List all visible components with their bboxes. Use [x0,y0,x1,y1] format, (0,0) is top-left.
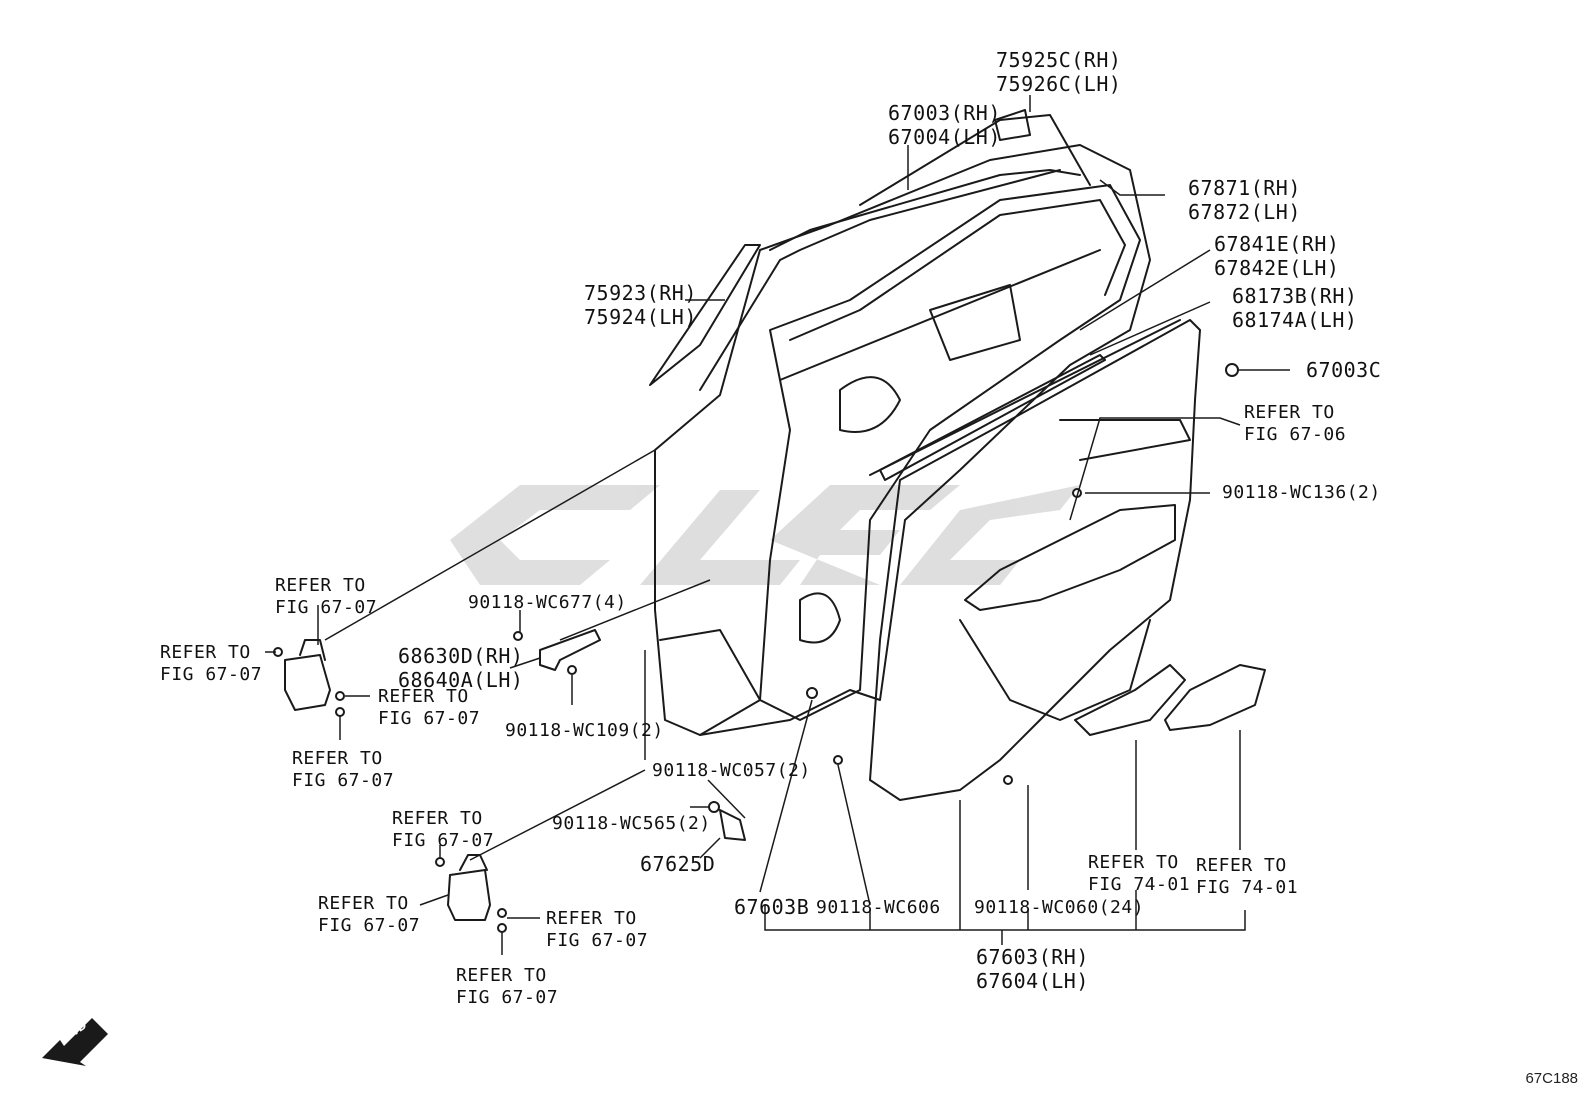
weatherstrip-inner [789,199,1126,341]
callout-67625d: 67625D [640,852,716,876]
leader-lines [265,95,1290,955]
watermark-logo [450,485,1080,585]
callout-90118-wc677: 90118-WC677(4) [468,592,627,613]
callout-67603: 67603(RH)67604(LH) [976,945,1089,993]
nut-wc565 [708,801,720,813]
upper-hinge [284,639,331,711]
door-trim-board [869,319,1201,801]
callout-68630d: 68630D(RH)68640A(LH) [398,644,524,692]
door-seal-line [869,319,1181,476]
callout-75923: 75923(RH)75924(LH) [584,281,697,329]
callout-90118-wc057: 90118-WC057(2) [652,760,811,781]
callout-90118-wc606: 90118-WC606 [816,897,941,918]
door-weatherstrip [759,184,1141,721]
callout-68173b: 68173B(RH)68174A(LH) [1232,284,1358,332]
callout-75925c: 75925C(RH)75926C(LH) [996,48,1122,96]
screw-wc109 [567,665,577,675]
door-upper-sash [859,114,1091,206]
clip-wc606 [833,755,843,765]
trim-pocket [959,619,1151,721]
door-lower-edge [659,629,761,736]
hinge-nut-a [335,691,345,701]
door-belt-reinforcement [779,249,1101,381]
hinge-bolt-c [435,857,445,867]
bracket-67625d [719,809,746,841]
door-check-68630 [539,629,601,671]
callout-90118-wc060: 90118-WC060(24) [974,897,1145,918]
hole-plug-67003c [1225,363,1239,377]
callout-67841e: 67841E(RH)67842E(LH) [1214,232,1340,280]
lower-hinge [447,854,491,921]
callout-90118-wc109: 90118-WC109(2) [505,720,664,741]
callout-67603b: 67603B [734,895,810,919]
screw-wc677 [513,631,523,641]
callout-67003c: 67003C [1306,358,1382,382]
callout-90118-wc136: 90118-WC136(2) [1222,482,1381,503]
trim-armrest [964,504,1176,611]
clip-67603b [806,687,818,699]
trim-upper-panel [1059,419,1191,461]
figure-id: 67C188 [1525,1070,1578,1087]
hinge-nut-d [497,923,507,933]
door-inner-cutouts [799,284,1021,644]
callout-67871: 67871(RH)67872(LH) [1188,176,1301,224]
hinge-nut-b [335,707,345,717]
callout-67003: 67003(RH)67004(LH) [888,101,1001,149]
door-window-frame [769,169,1081,251]
hinge-nut-c [497,908,507,918]
belt-moulding [879,354,1106,481]
screw-wc060 [1003,775,1013,785]
armrest-pad [1164,664,1266,731]
sash-tape-75925c [994,109,1031,141]
door-panel-edge [699,169,1061,391]
frame-garnish-75923 [649,244,761,386]
fwd-arrow-icon [42,1018,108,1066]
switch-bezel [1074,664,1186,736]
callout-90118-wc565: 90118-WC565(2) [552,813,711,834]
